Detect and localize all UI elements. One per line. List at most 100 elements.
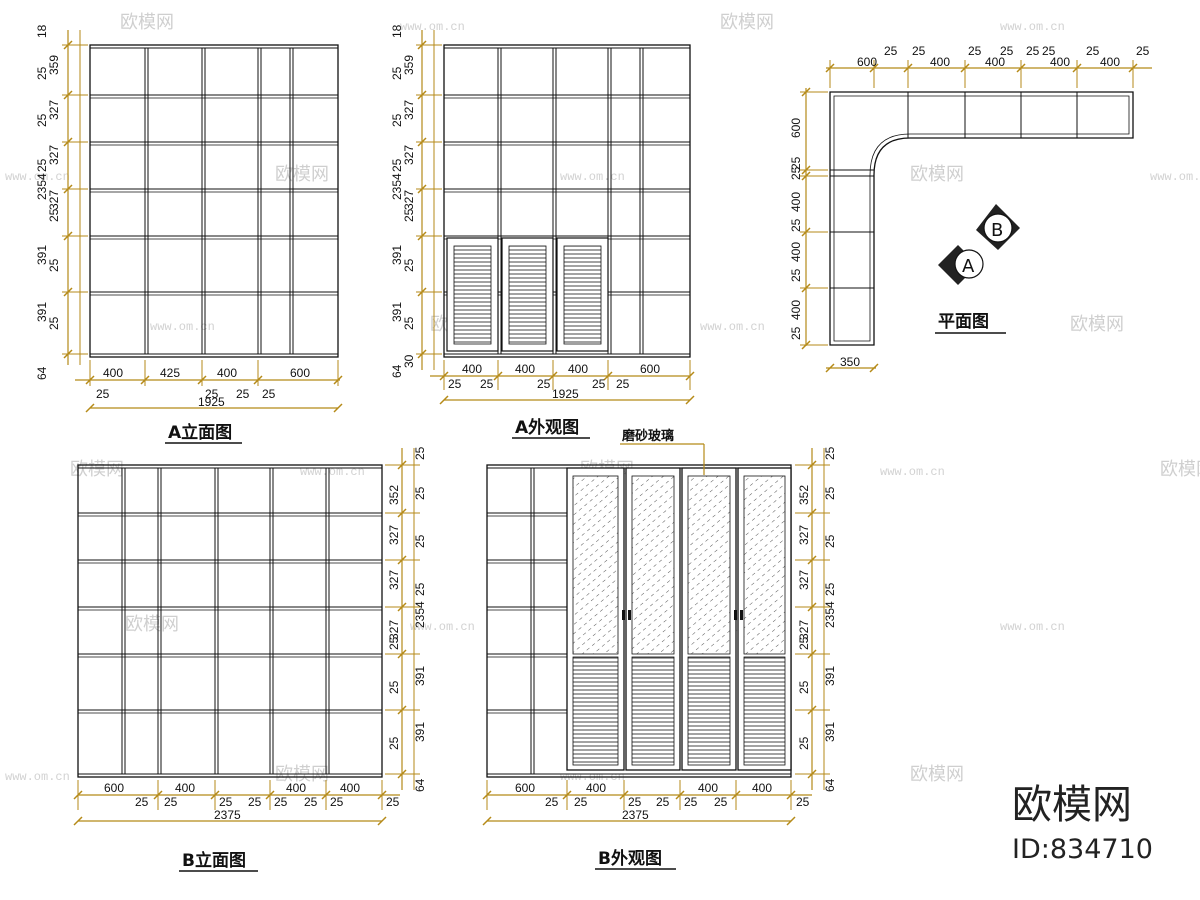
logo-name: 欧模网 xyxy=(1012,782,1132,828)
dimension-label: 25 xyxy=(823,582,837,596)
dimension-label: 400 xyxy=(930,55,950,69)
watermark-site: www.om.cn xyxy=(1150,170,1200,184)
dimension-label: 25 xyxy=(789,218,803,232)
dimension-label: 600 xyxy=(857,55,877,69)
plan-title: 平面图 xyxy=(938,312,989,332)
view-marker-a: A xyxy=(938,245,984,285)
dimension-tick xyxy=(63,349,73,359)
dimension-label: 2354 xyxy=(390,173,404,200)
dimension-tick xyxy=(807,508,817,518)
dimension-tick xyxy=(903,63,913,73)
watermark-site: www.om.cn xyxy=(880,465,945,479)
dimension-label: 2354 xyxy=(413,601,427,628)
dimension-label: 25 xyxy=(387,636,401,650)
dimension-tick xyxy=(85,375,95,385)
dimension-label: 391 xyxy=(35,302,49,322)
dimension-tick xyxy=(801,227,811,237)
dimension-label: 327 xyxy=(47,190,61,210)
dimension-label: 25 xyxy=(789,156,803,170)
dimension-label: 400 xyxy=(1100,55,1120,69)
dimension-label: 25 xyxy=(390,66,404,80)
dimension-label: 425 xyxy=(160,366,180,380)
dimension-tick xyxy=(397,460,407,470)
watermark-site: www.om.cn xyxy=(700,320,765,334)
dimension-label: 25 xyxy=(592,377,606,391)
dimension-label: 18 xyxy=(35,24,49,38)
dimension-label: 25 xyxy=(1026,44,1040,58)
dimension-tick xyxy=(869,363,879,373)
dimension-label: 600 xyxy=(789,118,803,138)
dimension-label: 25 xyxy=(823,486,837,500)
dimension-label: 25 xyxy=(797,636,811,650)
dimension-tick xyxy=(603,371,613,381)
dimension-label: 359 xyxy=(402,55,416,75)
watermark-site: www.om.cn xyxy=(150,320,215,334)
watermark-site: www.om.cn xyxy=(1000,20,1065,34)
dimension-tick xyxy=(801,165,811,175)
watermark-site: www.om.cn xyxy=(560,170,625,184)
dimension-label: 25 xyxy=(656,795,670,809)
view-marker-b: B xyxy=(976,204,1020,250)
dimension-tick xyxy=(801,171,811,181)
watermark-brand: 欧模网 xyxy=(1160,459,1200,480)
dimension-tick xyxy=(333,403,343,413)
dimension-tick xyxy=(439,395,449,405)
a-exterior-title: A外观图 xyxy=(515,417,579,438)
dimension-label: 25 xyxy=(47,316,61,330)
dimension-tick xyxy=(417,40,427,50)
dimension-label: 25 xyxy=(574,795,588,809)
dimension-tick xyxy=(1072,63,1082,73)
dimension-total: 2375 xyxy=(622,808,649,822)
dimension-tick xyxy=(807,555,817,565)
dimension-label: 25 xyxy=(448,377,462,391)
dimension-tick xyxy=(321,790,331,800)
dimension-label: 25 xyxy=(274,795,288,809)
louver-panel xyxy=(687,656,731,766)
dimension-label: 400 xyxy=(286,781,306,795)
dimension-tick xyxy=(786,816,796,826)
dimension-tick xyxy=(333,375,343,385)
dimension-label: 391 xyxy=(413,666,427,686)
door-handle xyxy=(622,610,625,620)
dimension-label: 25 xyxy=(387,736,401,750)
frosted-glass-panel xyxy=(687,475,731,655)
louver-panel xyxy=(631,656,675,766)
dimension-label: 25 xyxy=(537,377,551,391)
dimension-label: 64 xyxy=(35,366,49,380)
dimension-label: 400 xyxy=(752,781,772,795)
dimension-tick xyxy=(482,816,492,826)
dimension-tick xyxy=(807,460,817,470)
dimension-tick xyxy=(731,790,741,800)
dimension-label: 25 xyxy=(413,446,427,460)
dimension-tick xyxy=(397,649,407,659)
dimension-label: 25 xyxy=(47,208,61,222)
dimension-tick xyxy=(397,508,407,518)
dimension-label: 25 xyxy=(1000,44,1014,58)
dimension-tick xyxy=(397,602,407,612)
dimension-label: 600 xyxy=(515,781,535,795)
dimension-label: 25 xyxy=(789,326,803,340)
watermark-site: www.om.cn xyxy=(5,770,70,784)
dimension-label: 400 xyxy=(789,192,803,212)
dimension-tick xyxy=(73,790,83,800)
dimension-label: 2354 xyxy=(35,173,49,200)
frosted-glass-callout: 磨砂玻璃 xyxy=(620,428,705,475)
dimension-tick xyxy=(807,649,817,659)
dimension-label: 400 xyxy=(698,781,718,795)
dimension-label: 25 xyxy=(135,795,149,809)
dimension-tick xyxy=(417,137,427,147)
dimension-tick xyxy=(801,283,811,293)
dimension-tick xyxy=(63,184,73,194)
dimension-label: 400 xyxy=(217,366,237,380)
dimension-label: 327 xyxy=(797,620,811,640)
watermark-brand: 欧模网 xyxy=(720,12,774,33)
dimension-label: 25 xyxy=(386,795,400,809)
louver-panel xyxy=(453,245,492,345)
watermark-brand: 欧模网 xyxy=(120,12,174,33)
dimension-tick xyxy=(63,137,73,147)
watermark-site: www.om.cn xyxy=(410,620,475,634)
dimension-label: 25 xyxy=(1086,44,1100,58)
